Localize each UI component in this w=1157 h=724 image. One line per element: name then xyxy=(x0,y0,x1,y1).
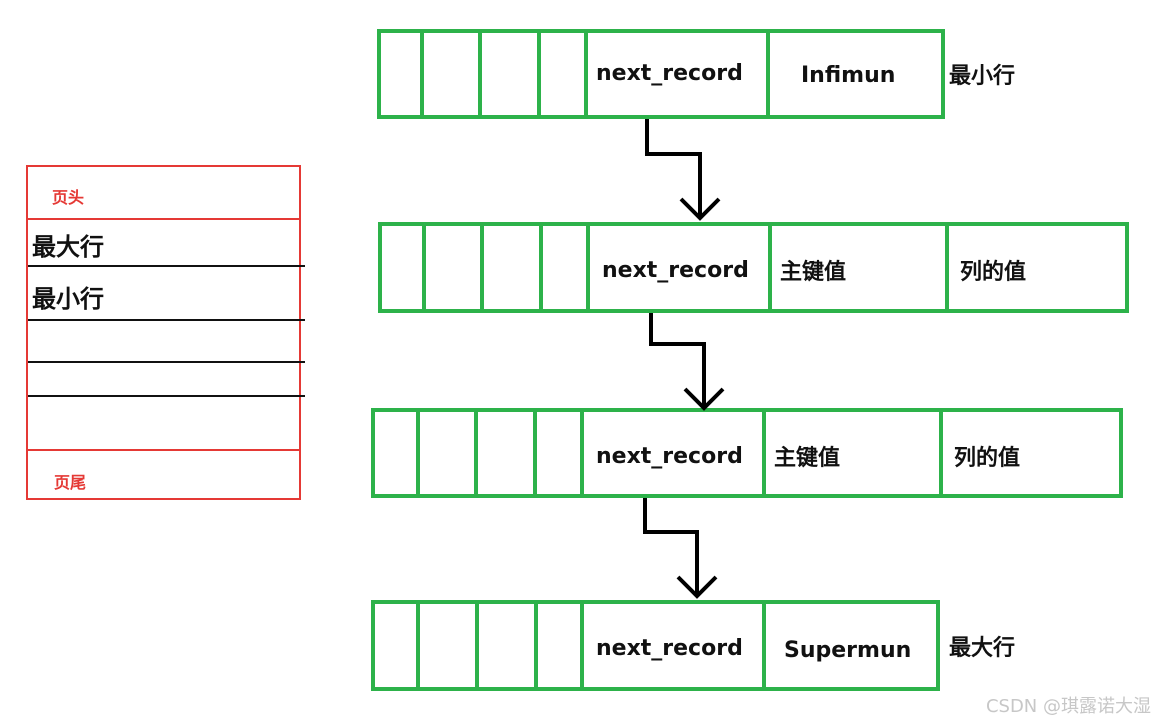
arrow-2 xyxy=(649,313,725,411)
header-cell xyxy=(424,33,482,115)
header-cell xyxy=(482,33,541,115)
next-record-label: next_record xyxy=(602,258,749,283)
page-header-divider xyxy=(28,218,299,220)
header-cell xyxy=(479,604,538,687)
header-cell xyxy=(426,226,484,309)
arrow-3 xyxy=(643,498,718,599)
page-row-divider xyxy=(28,319,305,321)
header-cell xyxy=(484,226,543,309)
primary-key-cell xyxy=(766,412,943,494)
arrow-1 xyxy=(645,119,721,221)
page-max-row-label: 最大行 xyxy=(32,233,104,261)
header-cell xyxy=(382,226,426,309)
header-cell xyxy=(543,226,590,309)
next-record-cell xyxy=(584,412,766,494)
header-cell xyxy=(420,412,478,494)
header-cell xyxy=(537,412,584,494)
next-record-cell xyxy=(584,604,766,687)
supremum-label: Supermun xyxy=(784,638,912,663)
header-cell xyxy=(375,604,420,687)
next-record-label: next_record xyxy=(596,444,743,469)
page-row-divider xyxy=(28,265,305,267)
header-cell xyxy=(381,33,424,115)
next-record-label: next_record xyxy=(596,61,743,86)
column-value-label: 列的值 xyxy=(960,260,1027,285)
infimum-label: Infimun xyxy=(801,63,896,88)
header-cell xyxy=(541,33,588,115)
record-side-label-max: 最大行 xyxy=(949,636,1016,661)
page-header-label: 页头 xyxy=(52,188,85,207)
page-min-row-label: 最小行 xyxy=(32,285,104,313)
page-row-divider xyxy=(28,395,305,397)
header-cell xyxy=(478,412,537,494)
record-side-label-min: 最小行 xyxy=(949,64,1016,89)
page-row-divider xyxy=(28,361,305,363)
page-structure-box: 页头 最大行 最小行 页尾 xyxy=(26,165,305,500)
record-supremum: next_record Supermun xyxy=(371,600,940,691)
next-record-cell xyxy=(588,33,770,115)
column-value-label: 列的值 xyxy=(954,446,1021,471)
page-footer-label: 页尾 xyxy=(54,473,87,492)
record-user: next_record 主键值 列的值 xyxy=(378,222,1129,313)
record-user: next_record 主键值 列的值 xyxy=(371,408,1123,498)
watermark: CSDN @琪露诺大湿 xyxy=(985,696,1151,717)
primary-key-label: 主键值 xyxy=(774,446,841,471)
header-cell xyxy=(420,604,479,687)
page-footer-divider xyxy=(28,449,299,451)
primary-key-label: 主键值 xyxy=(780,260,847,285)
next-record-label: next_record xyxy=(596,636,743,661)
next-record-cell xyxy=(590,226,772,309)
primary-key-cell xyxy=(772,226,949,309)
header-cell xyxy=(375,412,420,494)
record-infimum: next_record Infimun xyxy=(377,29,945,119)
header-cell xyxy=(538,604,584,687)
